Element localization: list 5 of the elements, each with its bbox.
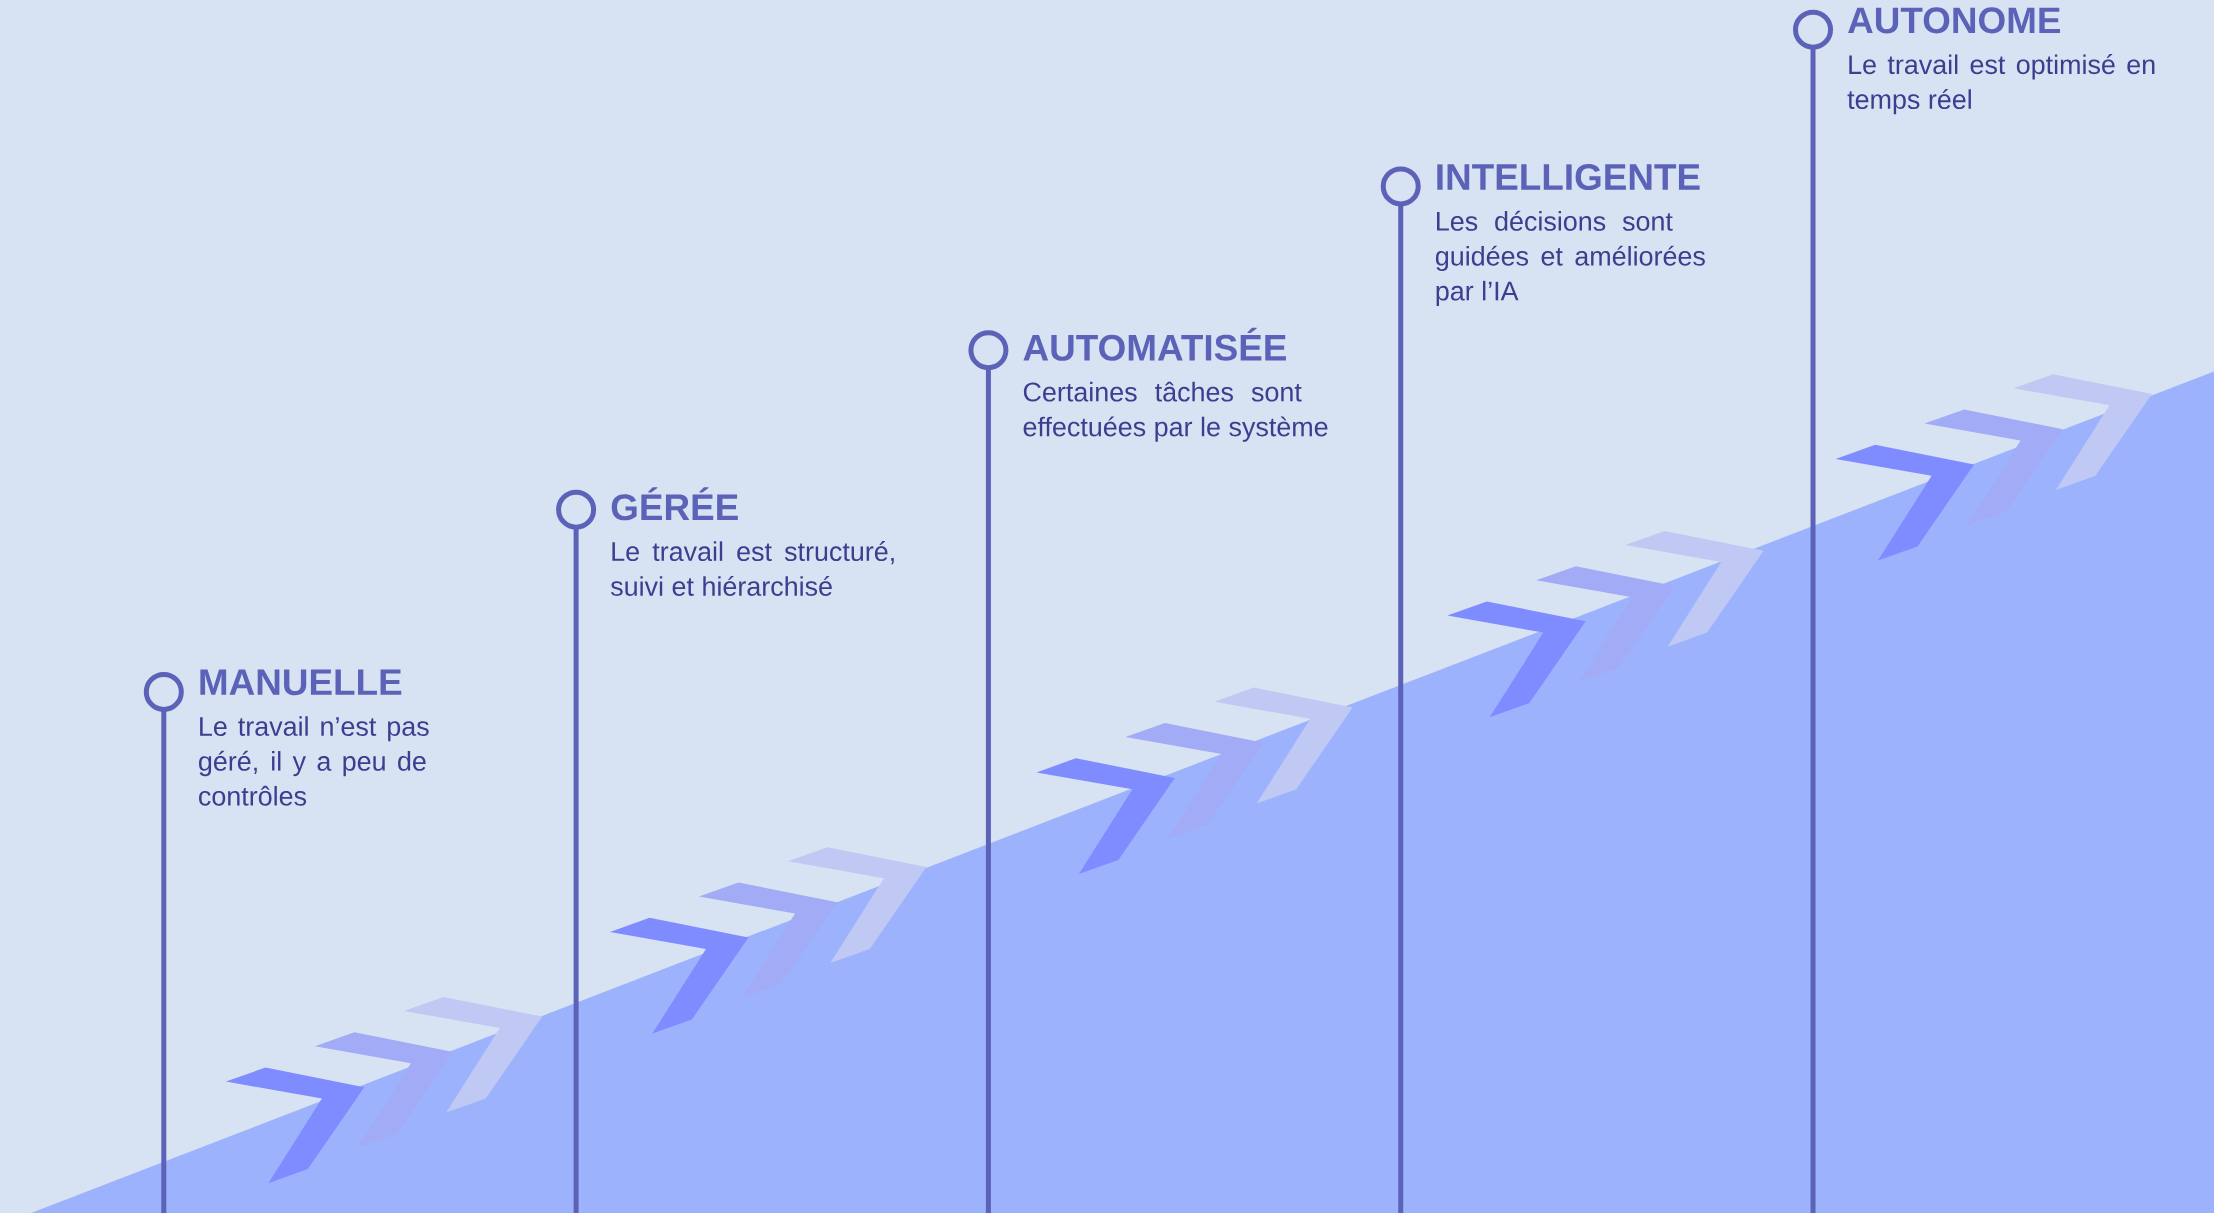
milestone-text: INTELLIGENTE Les décisions sont guidées et améliorées par l’IA <box>1435 164 1705 306</box>
milestone-text: MANUELLE Le travail n’est pas géré, il y a peu de contrôles <box>199 669 429 806</box>
milestone-text: GÉRÉE Le travail est structuré, suivi et hiérarchisé <box>610 487 894 596</box>
milestone-text: AUTOMATISÉE Certaines tâches sont effectuées par le système <box>1023 327 1328 442</box>
milestone-text: AUTONOME Le travail est optimisé en temps réel <box>1847 7 2155 115</box>
